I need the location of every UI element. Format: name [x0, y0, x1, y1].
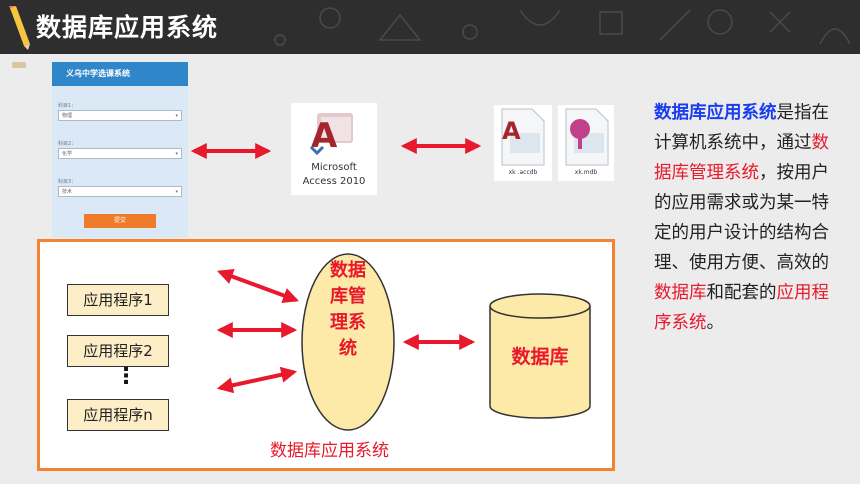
desc-text-1: 是指在计算机系统中，通过 [654, 103, 829, 153]
term-app-system: 应用程序系统 [654, 283, 829, 333]
database-label: 数据库 [511, 346, 569, 368]
subject-value-1: 物理 [62, 113, 73, 119]
mdb-file-icon [565, 108, 609, 166]
term-dbms: 数据库管理系统 [654, 133, 829, 183]
app-box-n: 应用程序n [67, 399, 169, 431]
db-app-system-diagram: 应用程序1 应用程序2 ⋮ 应用程序n 数据库管理系统 数据库 数据库应用系统 [37, 239, 615, 471]
database-cylinder-top [489, 293, 591, 319]
ellipsis: ⋮ [115, 364, 137, 389]
app-box-2: 应用程序2 [67, 335, 169, 367]
page-title: 数据库应用系统 [36, 13, 219, 42]
form-title: 义乌中学选课系统 [52, 62, 188, 86]
desc-text-2: ，按用户的应用需求或为某一特定的用户设计的结构合理、使用方便、高效的 [654, 163, 829, 273]
diagram-shapes [216, 253, 591, 431]
form-label-3: 科目3： [58, 179, 77, 185]
appn-dbms-arrow [216, 366, 298, 394]
database-cylinder [489, 306, 591, 419]
svg-text:A: A [502, 117, 521, 145]
dbms-label: 数据库管理系统 [330, 260, 366, 359]
chevron-down-icon: ▾ [175, 113, 178, 119]
subject-select-1: 物理 ▾ [58, 110, 182, 121]
accdb-file-name: xk .accdb [508, 169, 538, 176]
app1-dbms-arrow [216, 268, 300, 304]
definition-text: 数据库应用系统是指在计算机系统中，通过数据库管理系统，按用户的应用需求或为某一特… [654, 98, 842, 338]
access-name-line2: Access 2010 [302, 176, 366, 187]
access-name-line1: Microsoft [311, 162, 357, 173]
pin-icon [12, 62, 26, 68]
subject-value-3: 技术 [62, 189, 73, 195]
subject-value-2: 化学 [62, 151, 73, 157]
access-app-card: A Microsoft Access 2010 [291, 103, 377, 195]
title-bar: 数据库应用系统 [0, 0, 860, 54]
chalk-doodles-background [274, 7, 851, 46]
chevron-down-icon: ▾ [175, 151, 178, 157]
mdb-file-card: xk.mdb [558, 105, 614, 181]
dbms-ellipse [301, 253, 395, 431]
subject-select-2: 化学 ▾ [58, 148, 182, 159]
accdb-file-card: A xk .accdb [494, 105, 552, 181]
course-selection-form-screenshot: 义乌中学选课系统 科目1： 物理 ▾ 科目2： 化学 ▾ 科目3： 技术 ▾ 提… [52, 62, 188, 238]
form-label-2: 科目2： [58, 141, 77, 147]
accdb-file-icon: A [501, 108, 545, 166]
term-database: 数据库 [654, 283, 707, 303]
desc-text-4: 。 [706, 313, 725, 333]
form-label-1: 科目1： [58, 103, 77, 109]
app-box-1: 应用程序1 [67, 284, 169, 316]
mdb-file-name: xk.mdb [574, 169, 598, 176]
svg-text:A: A [311, 116, 338, 156]
submit-button: 提交 [84, 214, 156, 228]
subject-select-3: 技术 ▾ [58, 186, 182, 197]
diagram-caption: 数据库应用系统 [270, 441, 389, 461]
desc-text-3: 和配套的 [706, 283, 777, 303]
pencil-icon [9, 6, 30, 50]
chevron-down-icon: ▾ [175, 189, 178, 195]
term-db-app-system: 数据库应用系统 [654, 103, 777, 123]
access-logo-icon: A [309, 113, 353, 156]
